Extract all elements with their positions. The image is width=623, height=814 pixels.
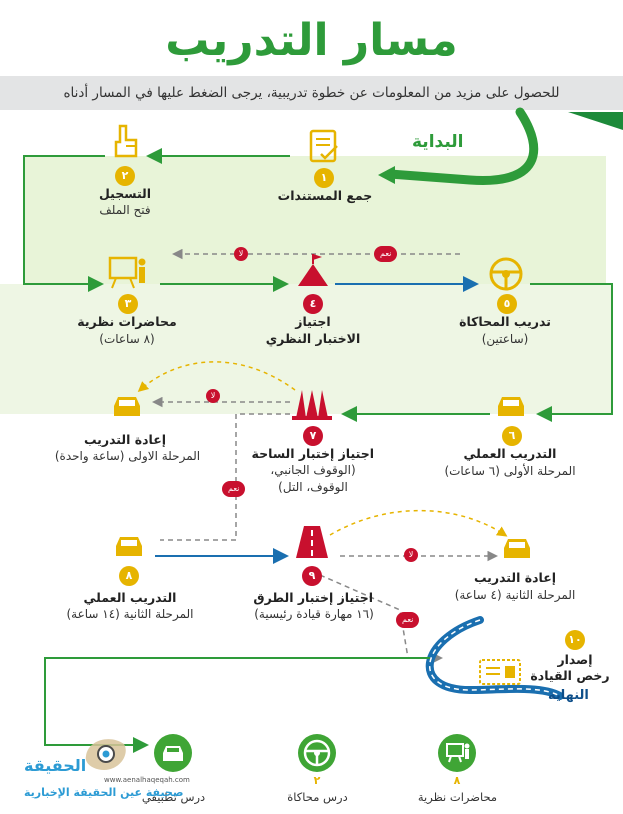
retrain-2-sub: المرحلة الثانية (٤ ساعة) [454,588,576,602]
no-marker-2: لا [206,389,220,403]
start-label: البداية [412,132,464,152]
step-2-sub: فتح الملف [99,203,151,217]
watermark-logo-icon [85,739,126,770]
step-4-number: ٤ [303,294,323,314]
yes-marker-3: نعم [396,612,420,628]
retrain-1-title[interactable]: إعادة التدريب [83,432,167,447]
lecture-legend-icon[interactable] [438,734,476,772]
practical-legend-icon[interactable] [154,734,192,772]
step-5-number: ٥ [497,294,517,314]
step-9-number: ٩ [302,566,322,586]
step-4-title[interactable]: اجتياز [295,314,331,329]
step-3-number: ٣ [118,294,138,314]
road-icon[interactable] [294,524,330,560]
lecture-legend-label: محاضرات نظرية [417,790,498,804]
lecture-legend-number: ٨ [453,774,461,787]
car-icon[interactable] [110,392,144,420]
step-6-sub: المرحلة الأولى (٦ ساعات) [444,464,576,478]
no-marker: لا [234,247,248,261]
step-2-title[interactable]: التسجيل [98,186,152,201]
step-7-sub2: الوقوف، التل) [278,480,348,494]
watermark-url: www.aenalhaqeqah.com [104,776,190,784]
step-6-number: ٦ [502,426,522,446]
end-label: النهاية [548,688,589,703]
step-1-title[interactable]: جمع المستندات [277,188,373,203]
watermark-tagline: صحيفة عين الحقيقة الإخبارية [24,786,184,799]
corner-accent [568,112,623,130]
step-9-title[interactable]: اجتياز إختبار الطرق [253,590,373,605]
step-1-number: ١ [314,168,334,188]
yes-marker: نعم [374,246,398,262]
yes-marker-2: نعم [222,481,246,497]
hand-pointer-icon[interactable] [108,122,142,160]
license-card-icon[interactable] [478,658,522,686]
step-2-number: ٢ [115,166,135,186]
step-8-number: ٨ [119,566,139,586]
subtitle-bar: للحصول على مزيد من المعلومات عن خطوة تدر… [0,76,623,110]
step-9-sub: (١٦ مهارة قيادة رئيسية) [254,607,374,621]
step-6-title[interactable]: التدريب العملي [463,446,557,461]
car-icon-4[interactable] [500,534,534,562]
step-4-sub: الاختبار النظري [265,331,361,346]
practical-legend-label: درس تطبيقي [141,790,206,804]
page-title: مسار التدريب [165,15,458,66]
step-8-title[interactable]: التدريب العملي [83,590,177,605]
step-7-number: ٧ [303,426,323,446]
step-3-sub: (٨ ساعات) [99,332,155,346]
no-marker-3: لا [404,548,418,562]
retrain-1-sub: المرحلة الاولى (ساعة واحدة) [54,449,201,463]
step-5-sub: (ساعتين) [481,332,529,346]
start-arrow [385,107,539,185]
step-7-sub: (الوقوف الجانبي، [270,463,356,477]
simulator-legend-label: درس محاكاة [287,790,348,804]
steering-wheel-icon-2 [303,739,331,767]
steering-wheel-icon[interactable] [488,256,524,292]
step-10-sub: رخص القيادة [530,668,610,683]
simulator-legend-icon[interactable] [298,734,336,772]
car-icon-3[interactable] [112,532,146,560]
retrain-2-title[interactable]: إعادة التدريب [473,570,557,585]
board-icon [446,743,470,763]
lecture-board-icon[interactable] [108,254,148,290]
traffic-cones-icon[interactable] [292,384,332,420]
summit-flag-icon[interactable] [296,252,330,290]
step-10-title[interactable]: إصدار [557,652,593,667]
step-8-sub: المرحلة الثانية (١٤ ساعة) [66,607,194,621]
watermark-name: الحقيقة [24,756,87,775]
car-icon-2[interactable] [494,392,528,420]
car-icon-5 [163,746,183,761]
step-7-title[interactable]: اجتياز إختبار الساحة [251,446,374,461]
documents-icon[interactable] [307,128,341,166]
step-10-number: ١٠ [565,630,585,650]
step-5-title[interactable]: تدريب المحاكاة [459,314,551,329]
step-3-title[interactable]: محاضرات نظرية [77,314,177,329]
simulator-legend-number: ٢ [313,774,321,787]
